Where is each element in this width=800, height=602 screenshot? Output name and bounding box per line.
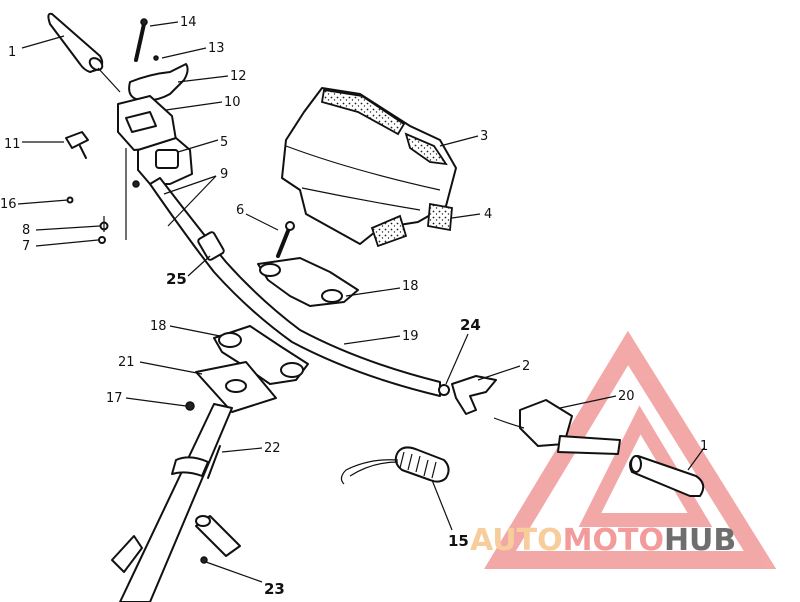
callout-8: 8 bbox=[22, 223, 30, 238]
callout-5: 5 bbox=[220, 135, 228, 150]
callout-18-lower: 18 bbox=[150, 319, 167, 334]
svg-text:AUTOMOTOHUB: AUTOMOTOHUB bbox=[470, 523, 736, 558]
clamp-lower-18 bbox=[213, 325, 309, 385]
callout-13: 13 bbox=[208, 41, 225, 56]
grip-heater-15 bbox=[340, 446, 450, 485]
watermark-moto: MOTO bbox=[563, 523, 664, 558]
callout-18-upper: 18 bbox=[402, 279, 419, 294]
callout-6: 6 bbox=[236, 203, 244, 218]
watermark-triangle bbox=[484, 330, 777, 569]
pin-22 bbox=[207, 445, 221, 479]
grip-right bbox=[629, 455, 705, 497]
handlebar-19 bbox=[149, 177, 450, 397]
callout-17: 17 bbox=[106, 391, 123, 406]
callout-7: 7 bbox=[22, 239, 30, 254]
sleeve-23 bbox=[195, 515, 241, 564]
callout-20: 20 bbox=[618, 389, 635, 404]
callout-4: 4 bbox=[484, 207, 492, 222]
pin-14 bbox=[134, 18, 148, 62]
callout-24: 24 bbox=[460, 316, 481, 334]
callout-25: 25 bbox=[166, 270, 187, 288]
callout-9: 9 bbox=[220, 167, 228, 182]
steering-column bbox=[111, 403, 233, 602]
bolt-6 bbox=[276, 221, 295, 258]
trim-4b bbox=[370, 214, 408, 248]
washer-7 bbox=[98, 236, 106, 244]
watermark-auto: AUTO bbox=[470, 523, 563, 558]
leader-lines bbox=[17, 21, 705, 583]
callout-12: 12 bbox=[230, 69, 247, 84]
ball-13 bbox=[153, 55, 159, 61]
callout-21: 21 bbox=[118, 355, 135, 370]
callout-labels: 1 14 13 12 10 11 5 9 16 8 7 3 4 6 25 18 … bbox=[0, 15, 708, 598]
lever-12 bbox=[128, 63, 189, 102]
callout-3: 3 bbox=[480, 129, 488, 144]
callout-10: 10 bbox=[224, 95, 241, 110]
callout-19: 19 bbox=[402, 329, 419, 344]
grip-left bbox=[47, 12, 121, 93]
callout-11: 11 bbox=[4, 137, 21, 152]
callout-1-left: 1 bbox=[8, 45, 16, 60]
throttle-housing bbox=[117, 95, 193, 240]
washer-16 bbox=[66, 196, 74, 204]
callout-23: 23 bbox=[264, 580, 285, 598]
headlight-cover-3 bbox=[281, 87, 457, 245]
switch-11 bbox=[65, 131, 89, 159]
callout-16: 16 bbox=[0, 197, 17, 212]
nut-17 bbox=[185, 401, 195, 411]
callout-22: 22 bbox=[264, 441, 281, 456]
callout-2: 2 bbox=[522, 359, 530, 374]
clamp-upper-18 bbox=[257, 257, 359, 307]
trim-4 bbox=[427, 202, 453, 232]
plate-21 bbox=[195, 361, 277, 413]
watermark-hub: HUB bbox=[664, 523, 736, 558]
switch-20 bbox=[493, 399, 621, 455]
callout-1-right: 1 bbox=[700, 439, 708, 454]
callout-14: 14 bbox=[180, 15, 197, 30]
lever-2 bbox=[451, 375, 497, 415]
callout-15: 15 bbox=[448, 532, 469, 550]
